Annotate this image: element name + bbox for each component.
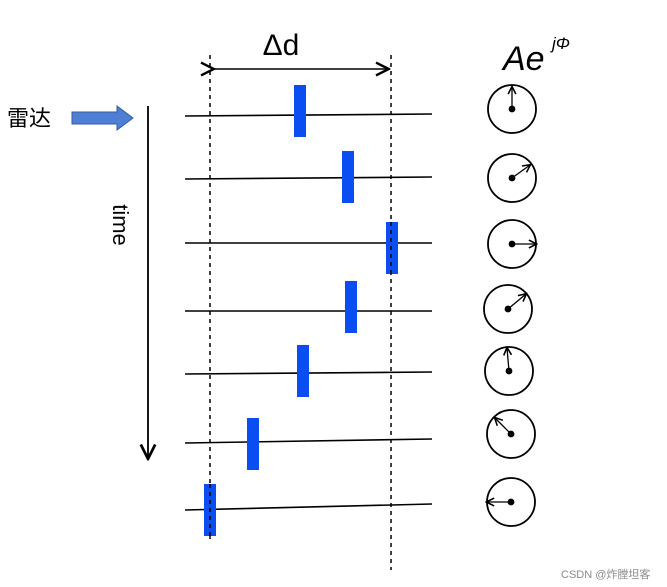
phasor-circle-icon xyxy=(484,347,534,396)
range-line xyxy=(184,176,433,180)
right-arrow-icon xyxy=(71,105,134,131)
range-line xyxy=(184,113,433,117)
phasor-circle-icon xyxy=(487,84,537,134)
target-pulse xyxy=(386,222,398,274)
phasor-column xyxy=(483,84,537,527)
watermark-label: CSDN @炸膛坦客 xyxy=(561,567,650,581)
range-line xyxy=(184,438,433,444)
target-pulses xyxy=(204,85,398,536)
phasor-superscript-label: jΦ xyxy=(550,34,570,53)
target-pulse xyxy=(342,151,354,203)
range-lines xyxy=(184,113,433,511)
target-pulse xyxy=(294,85,306,137)
target-pulse xyxy=(345,281,357,333)
range-line xyxy=(184,503,433,511)
target-pulse xyxy=(297,345,309,397)
phasor-circle-icon xyxy=(487,153,537,203)
target-pulse xyxy=(247,418,259,470)
phasor-header: Ae jΦ xyxy=(501,34,570,78)
phasor-circle-icon xyxy=(483,284,533,334)
time-label: time xyxy=(108,204,133,246)
time-axis: time xyxy=(108,106,148,458)
phasor-circle-icon xyxy=(487,477,536,527)
phasor-main-label: Ae xyxy=(501,40,545,78)
radar-label: 雷达 xyxy=(7,106,51,131)
delta-label: Δd xyxy=(263,29,300,62)
phasor-circle-icon xyxy=(486,409,536,459)
delta-d-measurement: Δd xyxy=(210,29,392,570)
radar-indicator: 雷达 xyxy=(7,105,134,131)
phasor-circle-icon xyxy=(487,219,536,269)
